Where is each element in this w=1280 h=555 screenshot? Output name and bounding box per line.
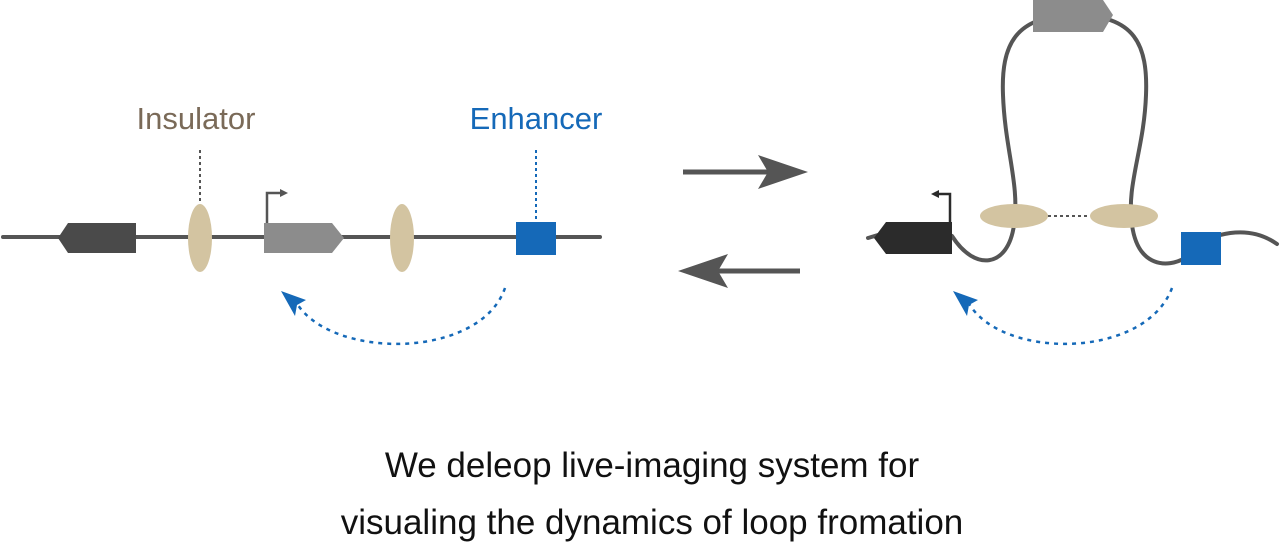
caption: We deleop live-imaging system for visual… — [341, 446, 964, 542]
promoter-arrow-icon — [265, 188, 289, 223]
gene-dark — [58, 223, 136, 253]
blue-arrowhead-icon — [281, 291, 306, 316]
looped-state-panel — [866, 0, 1279, 346]
insulator-right — [390, 204, 414, 272]
linear-state-panel: Insulator Enhancer — [1, 101, 603, 345]
enhancer-interaction-arrow — [966, 287, 1174, 346]
gene-black — [874, 222, 952, 254]
equilibrium-arrows — [678, 155, 808, 288]
chromatin-right-tail — [1218, 230, 1279, 246]
insulator-label: Insulator — [137, 101, 256, 136]
enhancer-label: Enhancer — [470, 101, 603, 136]
caption-line-2: visualing the dynamics of loop fromation — [341, 503, 964, 542]
enhancer-box — [1181, 232, 1221, 265]
promoter-arrow-icon — [930, 189, 952, 222]
right-arrow-icon — [758, 155, 808, 189]
insulator-right — [1090, 204, 1158, 228]
enhancer-box — [516, 222, 556, 255]
insulator-left — [980, 204, 1048, 228]
insulator-left — [188, 204, 212, 272]
caption-line-1: We deleop live-imaging system for — [385, 446, 920, 485]
enhancer-interaction-arrow — [294, 287, 507, 345]
chromatin-loop — [950, 12, 1187, 266]
gene-promoter — [264, 223, 344, 253]
gene-top — [1033, 0, 1113, 32]
blue-arrowhead-icon — [953, 291, 978, 316]
left-arrow-icon — [678, 254, 728, 288]
